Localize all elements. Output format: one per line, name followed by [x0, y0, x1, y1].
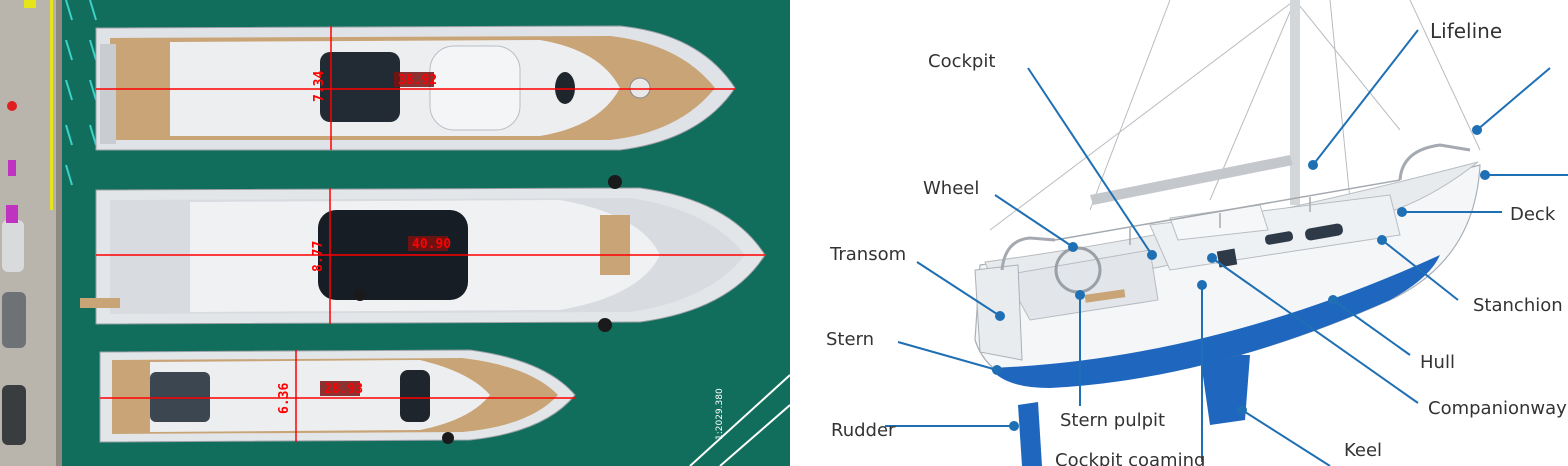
rigging	[989, 0, 1481, 231]
quay-marker	[7, 101, 17, 111]
yacht-3-length: 28.93	[324, 382, 363, 397]
boom	[1090, 155, 1293, 205]
sailboat-diagram-svg: Cockpit Lifeline Wheel Transom Stern Rud…	[826, 0, 1568, 466]
aerial-photo-svg: 38.92 7.34 40.90 8.77 28.93 6.36 1:2029.…	[0, 0, 790, 466]
keel	[1200, 355, 1250, 425]
teak-seat	[1084, 289, 1126, 303]
label-keel: Keel	[1344, 440, 1382, 461]
yacht-2-beam: 8.77	[311, 241, 326, 272]
label-cockpit-coaming: Cockpit coaming	[1055, 450, 1205, 466]
lifeline	[1054, 179, 1401, 245]
yacht-2-length: 40.90	[412, 237, 451, 252]
bow-pulpit	[1398, 143, 1471, 181]
measurement-labels: 38.92 7.34 40.90 8.77 28.93 6.36	[277, 71, 451, 414]
label-stanchion: Stanchion	[1473, 295, 1563, 316]
quay-edge	[56, 0, 62, 466]
label-transom: Transom	[829, 244, 906, 265]
quay-marker	[8, 160, 16, 176]
porthole	[1264, 231, 1294, 245]
yacht-3	[99, 349, 576, 444]
label-rudder: Rudder	[831, 420, 896, 441]
quay-marker	[6, 205, 18, 223]
yellow-marking	[50, 0, 53, 210]
porthole	[1305, 223, 1343, 241]
label-lifeline: Lifeline	[1430, 19, 1502, 43]
quay-marker	[24, 0, 36, 8]
callout-dots	[992, 125, 1490, 431]
scale-note: 1:2029.380	[715, 388, 725, 440]
yacht-2	[80, 175, 766, 332]
companionway-door	[1216, 248, 1238, 268]
yacht-1-beam: 7.34	[312, 71, 327, 102]
label-cockpit: Cockpit	[928, 51, 995, 72]
yacht-1-length: 38.92	[398, 73, 437, 88]
berth-lines	[689, 374, 790, 466]
mast	[1290, 0, 1300, 205]
measurement-lines	[96, 26, 765, 442]
label-wheel: Wheel	[923, 178, 979, 199]
label-companionway: Companionway	[1428, 398, 1567, 419]
yacht-3-beam: 6.36	[277, 383, 292, 414]
label-stern-pulpit: Stern pulpit	[1060, 410, 1165, 431]
callout-lines	[885, 29, 1568, 466]
boot-stripe	[990, 255, 1440, 388]
label-stern: Stern	[826, 329, 874, 350]
mooring-lines	[65, 0, 97, 186]
stern-pulpit	[1000, 236, 1056, 271]
yacht-1	[95, 25, 736, 151]
cockpit-well	[1004, 249, 1159, 321]
label-hull: Hull	[1420, 352, 1455, 373]
sailboat-parts-diagram: Cockpit Lifeline Wheel Transom Stern Rud…	[790, 0, 1568, 466]
parked-car	[2, 385, 26, 445]
label-deck: Deck	[1510, 204, 1556, 225]
aerial-yacht-photo: 38.92 7.34 40.90 8.77 28.93 6.36 1:2029.…	[0, 0, 790, 466]
parked-car	[2, 220, 24, 272]
rudder	[1018, 402, 1042, 466]
parked-car	[2, 292, 26, 348]
